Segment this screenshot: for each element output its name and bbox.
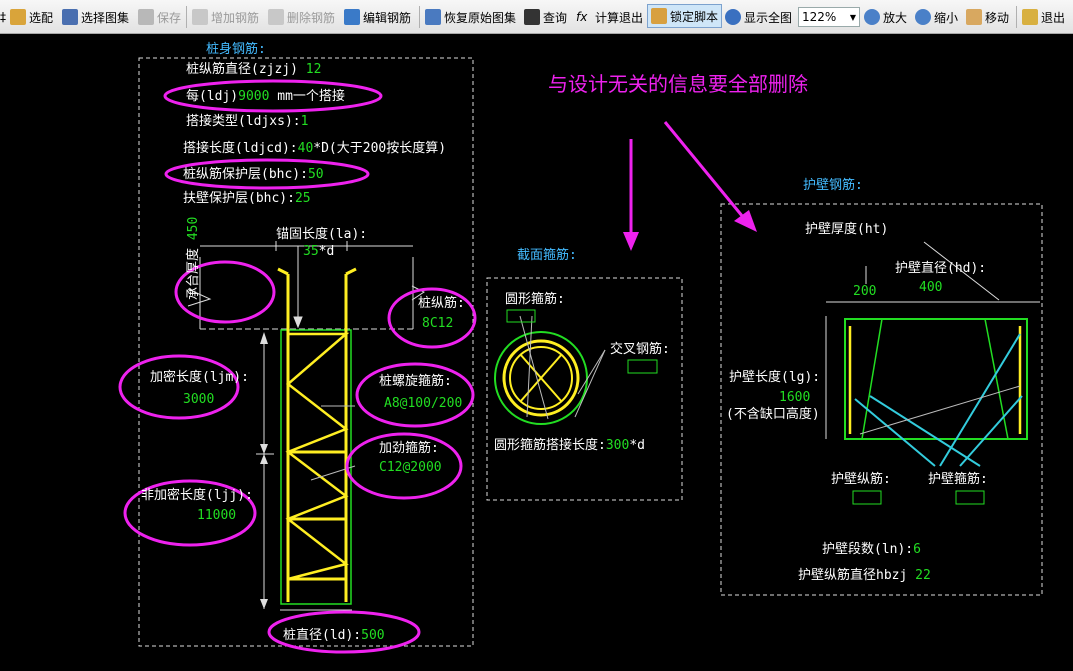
restore-icon xyxy=(425,9,441,25)
edit-rebar-button[interactable]: 编辑钢筋 xyxy=(344,0,411,34)
annotation-arrows xyxy=(623,121,757,251)
ldj-value[interactable]: 9000 xyxy=(238,89,270,104)
hbzj-row: 护壁纵筋直径hbzj 22 xyxy=(798,568,931,583)
zoom-in-icon xyxy=(864,9,880,25)
delete-rebar-button[interactable]: 删除钢筋 xyxy=(268,0,335,34)
drawing-canvas[interactable]: 与设计无关的信息要全部删除 桩身钢筋: 桩纵筋直径(zjzj) 12 每(ldj… xyxy=(0,34,1073,671)
highlight-ellipses xyxy=(118,79,477,654)
stiff-value[interactable]: C12@2000 xyxy=(379,460,442,475)
select-atlas-button[interactable]: 选择图集 xyxy=(62,0,129,34)
ln-row: 护壁段数(ln):6 xyxy=(822,542,921,557)
ldjcd-row: 搭接长度(ldjcd):40*D(大于200按长度算) xyxy=(183,141,447,156)
wall-long-label: 护壁纵筋: xyxy=(831,472,891,487)
cap-value[interactable]: 450 xyxy=(186,216,201,241)
zoom-value: 122% xyxy=(802,10,837,24)
la-label: 锚固长度(la): xyxy=(276,227,368,242)
toolbar-separator xyxy=(419,6,420,28)
pile-body xyxy=(256,267,357,611)
hbzj-value[interactable]: 22 xyxy=(915,568,931,583)
stiff-label: 加劲箍筋: xyxy=(379,441,439,456)
long-value[interactable]: 8C12 xyxy=(422,316,454,331)
ljj-value[interactable]: 11000 xyxy=(197,508,237,523)
long-label: 桩纵筋: xyxy=(418,296,465,311)
section-panel-frame xyxy=(486,277,683,501)
fit-view-icon xyxy=(725,9,741,25)
chevron-down-icon: ▼ xyxy=(849,12,856,22)
zoom-select[interactable]: 122% ▼ xyxy=(798,7,860,27)
wall-diagram xyxy=(825,241,1040,505)
lg-note: (不含缺口高度) xyxy=(726,407,820,422)
bhc-value[interactable]: 50 xyxy=(307,167,324,182)
circle-hoop-label: 圆形箍筋: xyxy=(505,292,565,307)
wall-panel-frame xyxy=(720,203,1043,596)
zjzj-value[interactable]: 12 xyxy=(305,62,322,77)
fbhc-value[interactable]: 25 xyxy=(294,191,311,206)
zoom-out-icon xyxy=(915,9,931,25)
show-all-button[interactable]: 显示全图 xyxy=(725,0,792,34)
ht-label: 护壁厚度(ht) xyxy=(805,222,889,237)
wall-hoop-label: 护壁箍筋: xyxy=(928,472,988,487)
delete-rebar-icon xyxy=(268,9,284,25)
hd-label: 护壁直径(hd): xyxy=(895,261,987,276)
bhc-row: 桩纵筋保护层(bhc):50 xyxy=(183,167,324,182)
restore-atlas-button[interactable]: 恢复原始图集 xyxy=(425,0,516,34)
ht-value[interactable]: 200 xyxy=(853,284,877,299)
pile-panel-frame xyxy=(138,57,474,647)
hand-icon xyxy=(966,9,982,25)
ljm-label: 加密长度(ljm): xyxy=(150,370,249,385)
ljm-value[interactable]: 3000 xyxy=(183,392,215,407)
cross-rebar-label: 交叉钢筋: xyxy=(610,342,670,357)
la-value[interactable]: 35 xyxy=(303,244,319,259)
select-icon xyxy=(10,9,26,25)
binoculars-icon xyxy=(524,9,540,25)
fx-icon: fx xyxy=(576,10,588,24)
lock-icon xyxy=(651,8,667,24)
spiral-value[interactable]: A8@100/200 xyxy=(384,396,463,411)
toolbar-separator xyxy=(1016,6,1017,28)
annotation-note: 与设计无关的信息要全部删除 xyxy=(548,72,808,96)
fbhc-row: 扶壁保护层(bhc):25 xyxy=(183,191,311,206)
section-diagram xyxy=(494,309,658,425)
save-icon xyxy=(138,9,154,25)
lap-row: 圆形箍筋搭接长度:300*d xyxy=(494,438,645,453)
ldjcd-value[interactable]: 40 xyxy=(297,141,314,156)
save-button[interactable]: 保存 xyxy=(138,0,181,34)
add-rebar-button[interactable]: 增加钢筋 xyxy=(192,0,259,34)
ld-value[interactable]: 500 xyxy=(361,628,385,643)
edit-rebar-icon xyxy=(344,9,360,25)
zjzj-row: 桩纵筋直径(zjzj) 12 xyxy=(186,62,322,77)
add-rebar-icon xyxy=(192,9,208,25)
toolbar-separator xyxy=(186,6,187,28)
exit-button[interactable]: 退出 xyxy=(1022,0,1065,34)
hd-value[interactable]: 400 xyxy=(919,280,943,295)
pile-title: 桩身钢筋: xyxy=(206,42,266,57)
spiral-label: 桩螺旋箍筋: xyxy=(379,374,452,389)
ldjxs-row: 搭接类型(ldjxs):1 xyxy=(186,114,309,129)
drawing-svg xyxy=(118,57,1043,654)
ldj-row: 每(ldj)9000 mm一个搭接 xyxy=(186,89,345,104)
cap-row: 承台厚度 450 xyxy=(186,216,201,300)
select-button[interactable]: 选配 xyxy=(10,0,53,34)
lap-value[interactable]: 300 xyxy=(605,438,630,453)
toolbar-edge-glyph: ‡ xyxy=(0,10,6,24)
wall-title: 护壁钢筋: xyxy=(803,178,863,193)
lg-value[interactable]: 1600 xyxy=(779,390,811,405)
move-button[interactable]: 移动 xyxy=(966,0,1009,34)
zoom-out-button[interactable]: 缩小 xyxy=(915,0,958,34)
la-row: 35*d xyxy=(303,244,335,259)
exit-icon xyxy=(1022,9,1038,25)
section-title: 截面箍筋: xyxy=(517,248,577,263)
toolbar: ‡ 选配 选择图集 保存 增加钢筋 删除钢筋 编辑钢筋 恢复原始图集 查询 fx… xyxy=(0,0,1073,34)
atlas-icon xyxy=(62,9,78,25)
ld-row: 桩直径(ld):500 xyxy=(283,628,385,643)
lg-label: 护壁长度(lg): xyxy=(729,370,821,385)
zoom-in-button[interactable]: 放大 xyxy=(864,0,907,34)
lock-script-button[interactable]: 锁定脚本 xyxy=(647,4,723,28)
ldjxs-value[interactable]: 1 xyxy=(300,114,309,129)
query-button[interactable]: 查询 xyxy=(524,0,567,34)
ljj-label: 非加密长度(ljj): xyxy=(141,488,253,503)
ln-value[interactable]: 6 xyxy=(913,542,921,557)
